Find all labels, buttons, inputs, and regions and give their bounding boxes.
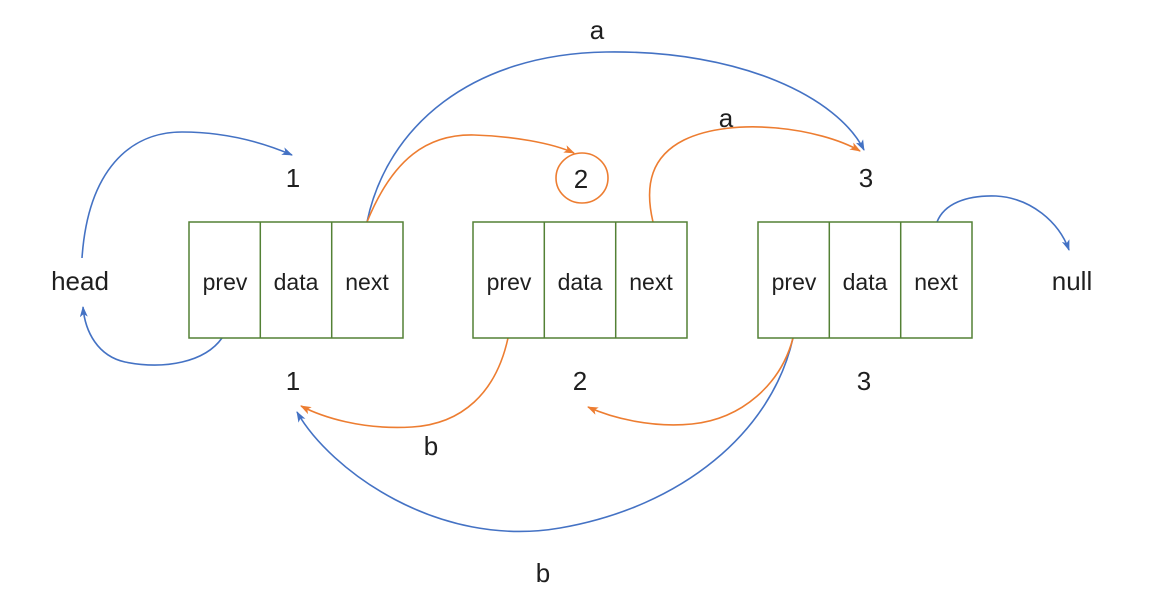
node-3: prev data next 3 3 [757,163,973,396]
self-loop-circle-node2 [555,152,609,204]
node-1-cell-data: data [274,269,319,295]
node-1-box [188,221,404,339]
node-1-cell-next: next [345,269,389,295]
node-3-cell-prev: prev [772,269,817,295]
node-2-box [472,221,688,339]
node-1: prev data next 1 1 [188,163,404,396]
edge-label-a-inner: a [719,103,734,133]
arrow-node2-next-to-node3 [648,126,861,223]
edge-label-b-inner: b [424,431,438,461]
null-label: null [1052,266,1092,296]
node-2-cell-prev: prev [487,269,532,295]
arrow-node1-next-to-node2 [366,134,575,223]
arrow-node3-prev-to-node2 [587,337,794,426]
node-2-label-below: 2 [573,366,587,396]
arrow-node1-next-to-node3 [366,51,865,223]
edge-label-b-bottom: b [536,558,550,588]
node-2-label-above: 2 [574,164,588,194]
node-3-box [757,221,973,339]
arrow-node3-prev-to-node1 [296,337,794,533]
edge-label-a-top: a [590,15,605,45]
node-3-cell-data: data [843,269,888,295]
node-1-label-below: 1 [286,366,300,396]
node-1-label-above: 1 [286,163,300,193]
arrow-node3-next-to-null [936,195,1070,251]
node-2: prev data next 2 2 [472,164,688,396]
node-1-cell-prev: prev [203,269,248,295]
node-3-label-above: 3 [859,163,873,193]
arrow-head-to-node1 [81,131,293,259]
node-3-cell-next: next [914,269,958,295]
node-2-cell-data: data [558,269,603,295]
arrow-node2-prev-to-node1 [300,337,509,429]
node-3-label-below: 3 [857,366,871,396]
node-2-cell-next: next [629,269,673,295]
head-label: head [51,266,109,296]
arrow-node1-prev-to-head [79,306,223,366]
